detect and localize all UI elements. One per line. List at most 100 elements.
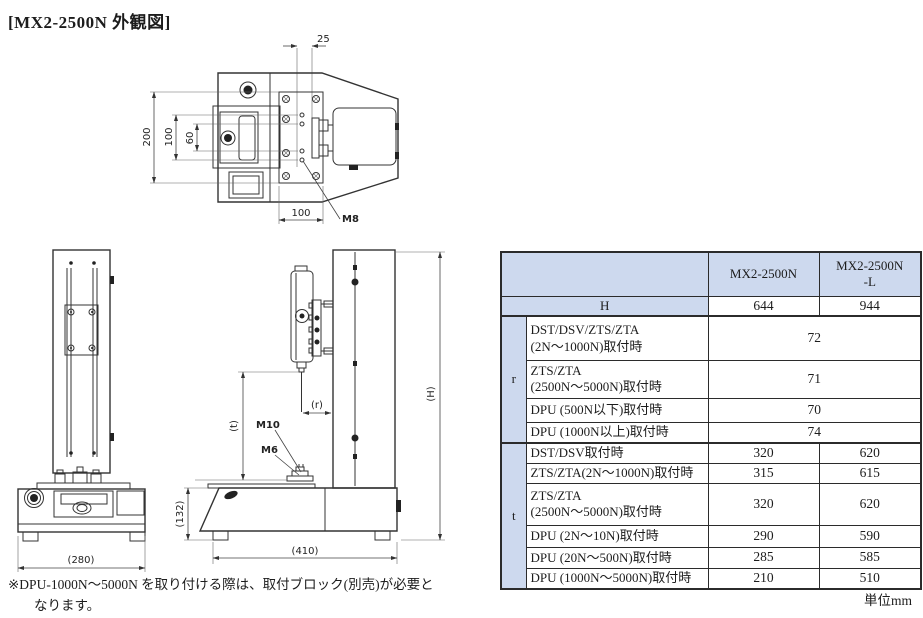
value-t-2-long: 620 [818, 482, 922, 526]
side-view-gauge-bracket [308, 299, 334, 357]
table-row: DPU (1000N以上)取付時 74 [501, 421, 922, 444]
table-row: ZTS/ZTA (2500N～5000N)取付時 71 [501, 359, 922, 399]
side-view-dim-r: (r) [302, 400, 332, 416]
dim-label-t: (t) [229, 420, 240, 432]
unit-label: 単位mm [864, 593, 913, 608]
value-r-1: 71 [707, 359, 922, 399]
dim-label-h: (H) [426, 386, 437, 401]
value-r-2: 70 [707, 397, 922, 423]
dim-label-100v: 100 [164, 127, 175, 146]
top-view-emergency-stop [239, 81, 257, 99]
side-view-dim-t: (t) [195, 371, 299, 481]
side-view-column [332, 249, 396, 489]
table-row: DPU (20N～500N)取付時 285 585 [501, 546, 922, 569]
top-view-dim-60: 60 [185, 123, 298, 152]
dim-label-410: (410) [292, 546, 319, 557]
top-view-dim-25: 25 [283, 34, 330, 49]
top-view-mounting-plate [278, 91, 324, 184]
dimension-table: MX2-2500N MX2-2500N -L H 644 944 r DST/D… [500, 251, 922, 590]
table-row: DPU (500N以下)取付時 70 [501, 397, 922, 423]
front-view-emergency-stop-button [24, 488, 44, 508]
value-t-4-standard: 285 [707, 546, 820, 569]
front-view-display-panel [53, 490, 145, 518]
side-view-force-gauge [290, 265, 314, 412]
footnote-line1: ※DPU-1000N～5000N を取り付ける際は、取付ブロック(別売)が必要と [8, 577, 434, 592]
side-view-dim-h: (H) [395, 251, 445, 541]
m8-tapped-holes [299, 112, 305, 163]
row-label: DPU (500N以下)取付時 [525, 397, 709, 423]
value-t-2-standard: 320 [707, 482, 820, 526]
dim-label-25: 25 [317, 34, 330, 45]
column-header-standard: MX2-2500N [707, 251, 820, 297]
dim-label-280: (280) [68, 555, 95, 566]
table-row: DPU (2N～10N)取付時 290 590 [501, 524, 922, 548]
column-header-long: MX2-2500N -L [818, 251, 922, 297]
top-view-m8-leader: M8 [302, 160, 359, 225]
side-view-drawing: (r) (t) M10 M6 (H) (132) [175, 249, 445, 564]
top-view-dim-100-vertical: 100 [164, 114, 298, 161]
value-t-1-long: 615 [818, 462, 922, 484]
group-header-t: t [500, 441, 527, 589]
row-label: ZTS/ZTA (2500N～5000N)取付時 [525, 482, 709, 526]
dim-label-r: (r) [311, 400, 323, 411]
dim-label-60: 60 [185, 132, 196, 145]
value-r-0: 72 [707, 315, 922, 361]
front-view-drawing: (280) [17, 249, 146, 572]
page-title: [MX2-2500N 外観図] [8, 13, 171, 32]
side-view-m6-leader: M6 [261, 445, 300, 476]
group-header-r: r [500, 315, 527, 444]
front-view-column [52, 249, 114, 474]
table-row: t DST/DSV取付時 320 620 [500, 441, 922, 589]
value-t-5-long: 510 [818, 567, 922, 590]
value-t-4-long: 585 [818, 546, 922, 569]
value-t-0-long: 620 [818, 441, 922, 464]
table-row: ZTS/ZTA (2500N～5000N)取付時 320 620 [501, 482, 922, 526]
row-label: DPU (2N～10N)取付時 [525, 524, 709, 548]
table-row: r DST/DSV/ZTS/ZTA (2N～1000N)取付時 72 [500, 315, 922, 444]
top-view-column-bracket [311, 117, 333, 159]
row-label: ZTS/ZTA (2500N～5000N)取付時 [525, 359, 709, 399]
front-view-mounting-plate [64, 304, 99, 356]
value-r-3: 74 [707, 421, 922, 444]
top-view-dim-200: 200 [142, 91, 279, 184]
side-view-dim-410: (410) [212, 542, 398, 564]
footnote: ※DPU-1000N～5000N を取り付ける際は、取付ブロック(別売)が必要と… [8, 575, 434, 617]
row-label: DPU (20N～500N)取付時 [525, 546, 709, 569]
side-view-m10-leader: M10 [256, 420, 302, 473]
front-view-column-clamps [54, 466, 102, 484]
table-row: DPU (1000N～5000N)取付時 210 510 [501, 567, 922, 590]
table-row: ZTS/ZTA(2N～1000N)取付時 315 615 [501, 462, 922, 484]
plate-screws [282, 95, 320, 180]
row-label: DPU (1000N以上)取付時 [525, 421, 709, 444]
thread-label-m6: M6 [261, 445, 278, 456]
value-H-long: 944 [818, 295, 922, 317]
row-label: DST/DSV取付時 [525, 441, 709, 464]
top-view-dim-100-bottom: 100 [278, 186, 324, 224]
dim-label-100h: 100 [291, 208, 310, 219]
side-view-base [198, 483, 401, 541]
row-label: DST/DSV/ZTS/ZTA (2N～1000N)取付時 [525, 315, 709, 361]
table-corner-cell [500, 251, 709, 297]
front-view-base [17, 482, 146, 542]
front-view-dim-280: (280) [17, 536, 146, 572]
value-t-1-standard: 315 [707, 462, 820, 484]
top-view-display-window [228, 171, 264, 199]
top-view-drawing: 25 [142, 34, 399, 225]
side-view-sample-table [286, 464, 314, 482]
thread-label-m8: M8 [342, 214, 359, 225]
top-view-centerlines [296, 48, 313, 167]
dim-label-200: 200 [142, 127, 153, 146]
row-label: ZTS/ZTA(2N～1000N)取付時 [525, 462, 709, 484]
value-t-3-long: 590 [818, 524, 922, 548]
side-view-dim-132: (132) [175, 487, 213, 541]
row-header-H: H [500, 295, 709, 317]
footnote-line2: なります。 [34, 597, 101, 613]
value-t-3-standard: 290 [707, 524, 820, 548]
value-H-standard: 644 [707, 295, 820, 317]
row-label: DPU (1000N～5000N)取付時 [525, 567, 709, 590]
value-t-0-standard: 320 [707, 441, 820, 464]
top-view-base-outline [217, 72, 399, 203]
thread-label-m10: M10 [256, 420, 280, 431]
dim-label-132: (132) [175, 500, 186, 527]
